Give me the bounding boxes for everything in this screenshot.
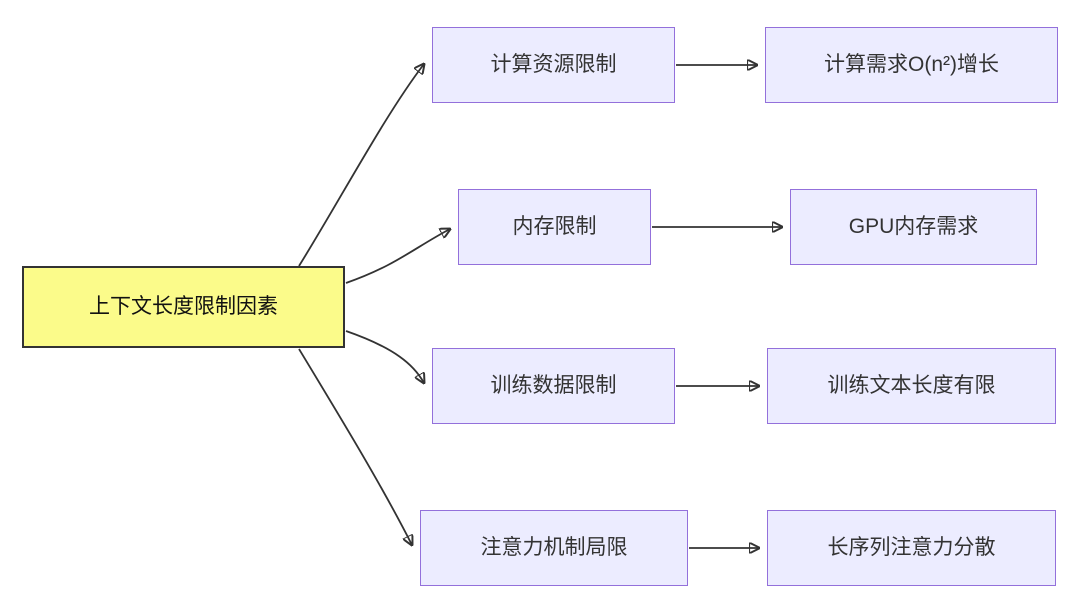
effect-node-1: 计算需求O(n²)增长 — [765, 27, 1058, 103]
cause-node-1-label: 计算资源限制 — [490, 53, 617, 77]
effect-node-3-label: 训练文本长度有限 — [827, 374, 996, 398]
cause-node-4: 注意力机制局限 — [420, 510, 688, 586]
cause-node-2-label: 内存限制 — [512, 215, 597, 239]
effect-node-2-label: GPU内存需求 — [848, 215, 979, 239]
cause-node-4-label: 注意力机制局限 — [480, 536, 628, 560]
edge-root-to-cause-3 — [345, 330, 424, 383]
root-node-label: 上下文长度限制因素 — [89, 295, 278, 319]
effect-node-4: 长序列注意力分散 — [767, 510, 1056, 586]
effect-node-2: GPU内存需求 — [790, 189, 1037, 265]
effect-node-1-label: 计算需求O(n²)增长 — [824, 53, 999, 77]
edge-root-to-cause-2 — [345, 229, 450, 284]
edge-root-to-cause-1 — [298, 64, 424, 267]
root-node: 上下文长度限制因素 — [22, 266, 345, 348]
effect-node-4-label: 长序列注意力分散 — [827, 536, 996, 560]
edge-root-to-cause-4 — [298, 348, 412, 545]
effect-node-3: 训练文本长度有限 — [767, 348, 1056, 424]
cause-node-3: 训练数据限制 — [432, 348, 675, 424]
cause-node-1: 计算资源限制 — [432, 27, 675, 103]
cause-node-2: 内存限制 — [458, 189, 651, 265]
cause-node-3-label: 训练数据限制 — [490, 374, 617, 398]
